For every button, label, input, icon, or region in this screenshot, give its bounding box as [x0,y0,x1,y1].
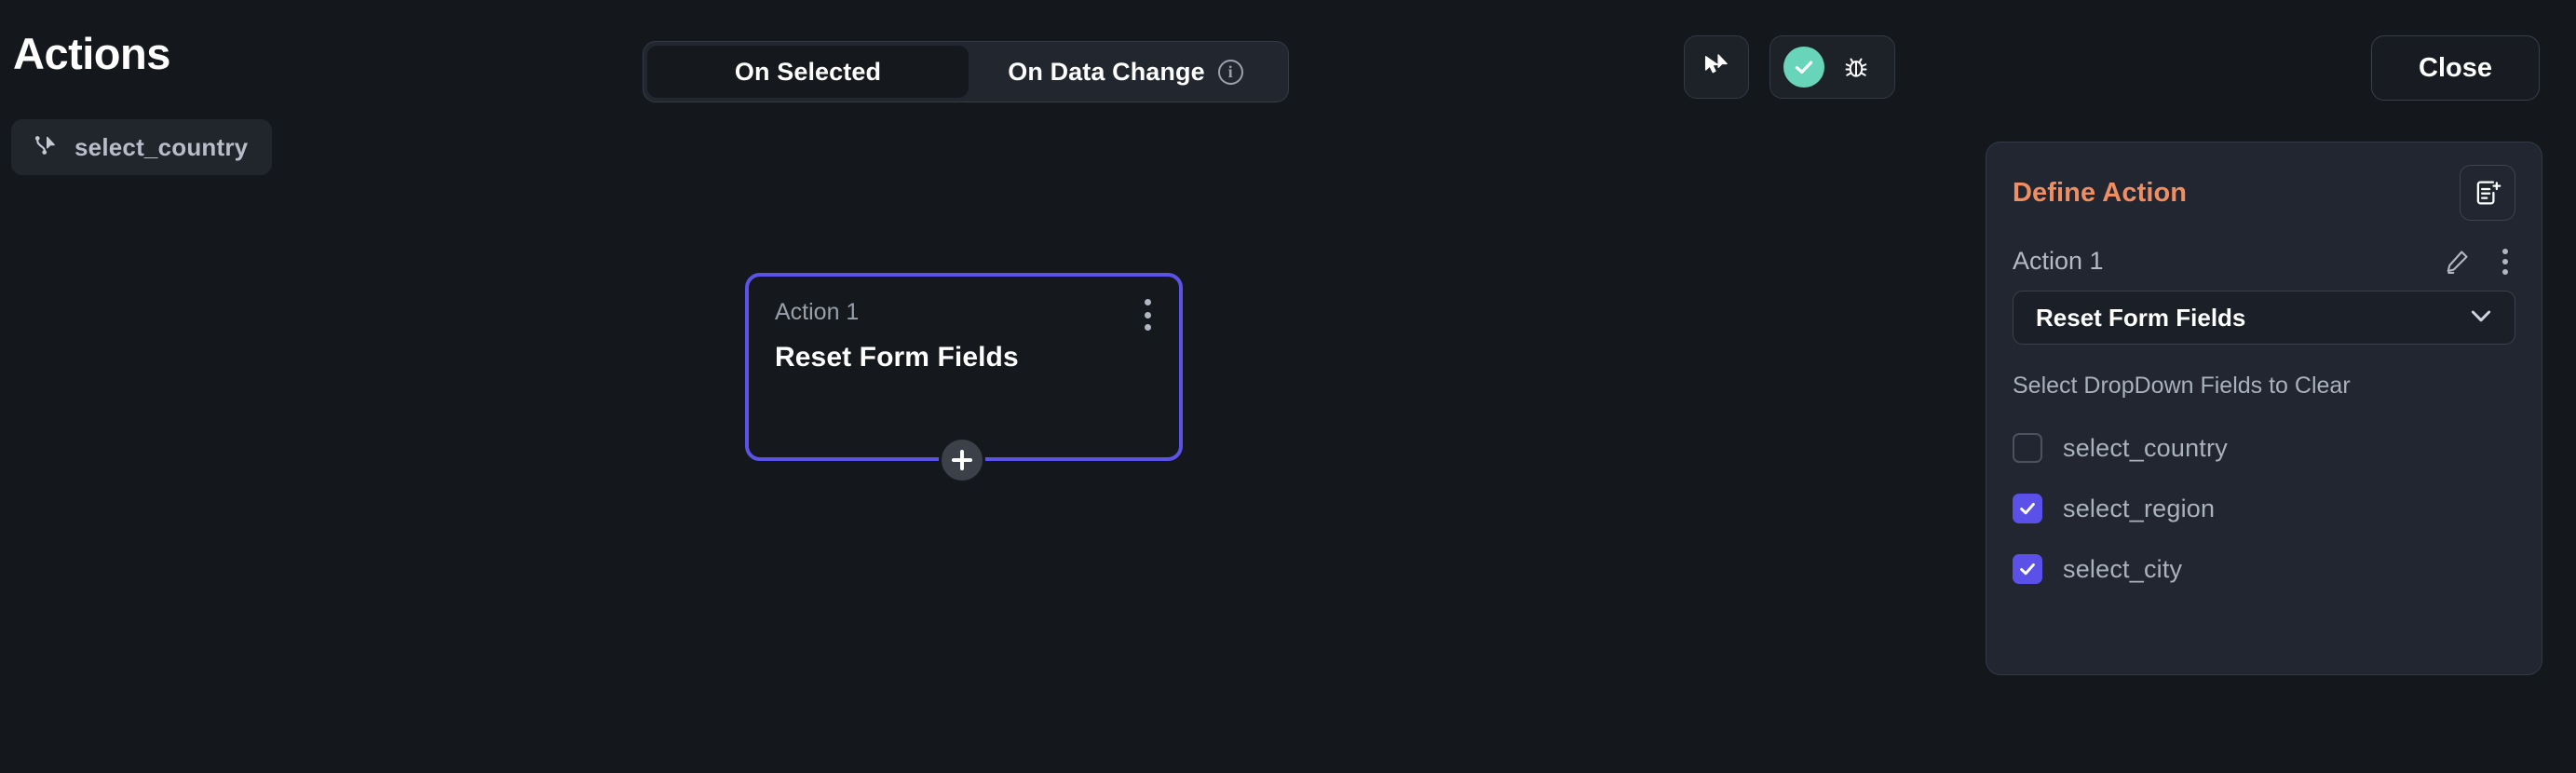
dropdown-fields-legend: Select DropDown Fields to Clear [2013,373,2351,399]
close-button[interactable]: Close [2371,35,2540,101]
panel-action-label: Action 1 [2013,247,2104,275]
checkbox-row-select-country[interactable]: select_country [2013,424,2515,472]
dropdown-fields-checklist: select_country select_region select_city [2013,424,2515,593]
close-button-label: Close [2419,52,2492,83]
source-component-chip[interactable]: select_country [11,119,273,175]
action-type-select-value: Reset Form Fields [2036,303,2246,332]
define-action-header: Define Action [2013,165,2515,221]
check-circle-icon[interactable] [1783,47,1824,88]
checkbox-label-select-country: select_country [2063,433,2228,462]
define-action-title: Define Action [2013,178,2188,208]
add-note-icon[interactable] [2460,165,2515,221]
panel-action-icons [2443,248,2515,276]
checkbox-select-region[interactable] [2013,494,2042,523]
source-component-label: select_country [75,132,249,161]
tab-on-selected[interactable]: On Selected [647,46,969,98]
action-type-select[interactable]: Reset Form Fields [2013,291,2515,345]
tab-on-data-change-label: On Data Change [1008,57,1205,86]
checkbox-row-select-city[interactable]: select_city [2013,545,2515,593]
plus-icon[interactable] [939,437,985,483]
chevron-down-icon [2466,301,2496,335]
kebab-menu-icon[interactable] [1136,299,1159,331]
checkbox-select-city[interactable] [2013,554,2042,584]
trigger-tab-group: On Selected On Data Change i [643,41,1289,102]
pointer-mode-button[interactable] [1684,35,1749,99]
tab-on-data-change[interactable]: On Data Change i [969,46,1282,98]
pencil-icon[interactable] [2443,248,2471,276]
panel-action-row: Action 1 [2013,247,2515,276]
tab-on-selected-label: On Selected [734,57,882,86]
bug-icon[interactable] [1836,47,1877,88]
info-icon[interactable]: i [1217,59,1243,85]
checkbox-row-select-region[interactable]: select_region [2013,484,2515,533]
checkbox-label-select-region: select_region [2063,494,2216,522]
action-node-card[interactable]: Action 1 Reset Form Fields [745,273,1183,461]
kebab-menu-icon[interactable] [2495,248,2515,275]
page-title: Actions [13,29,170,78]
action-node-subtitle: Action 1 [775,299,860,325]
status-debug-group [1769,35,1895,99]
checkbox-select-country[interactable] [2013,433,2042,463]
checkbox-label-select-city: select_city [2063,554,2183,583]
define-action-panel: Define Action Action 1 [1986,142,2542,675]
pointer-select-icon [1701,49,1732,86]
pointer-node-icon [32,131,60,164]
action-node-title: Reset Form Fields [775,342,1019,373]
